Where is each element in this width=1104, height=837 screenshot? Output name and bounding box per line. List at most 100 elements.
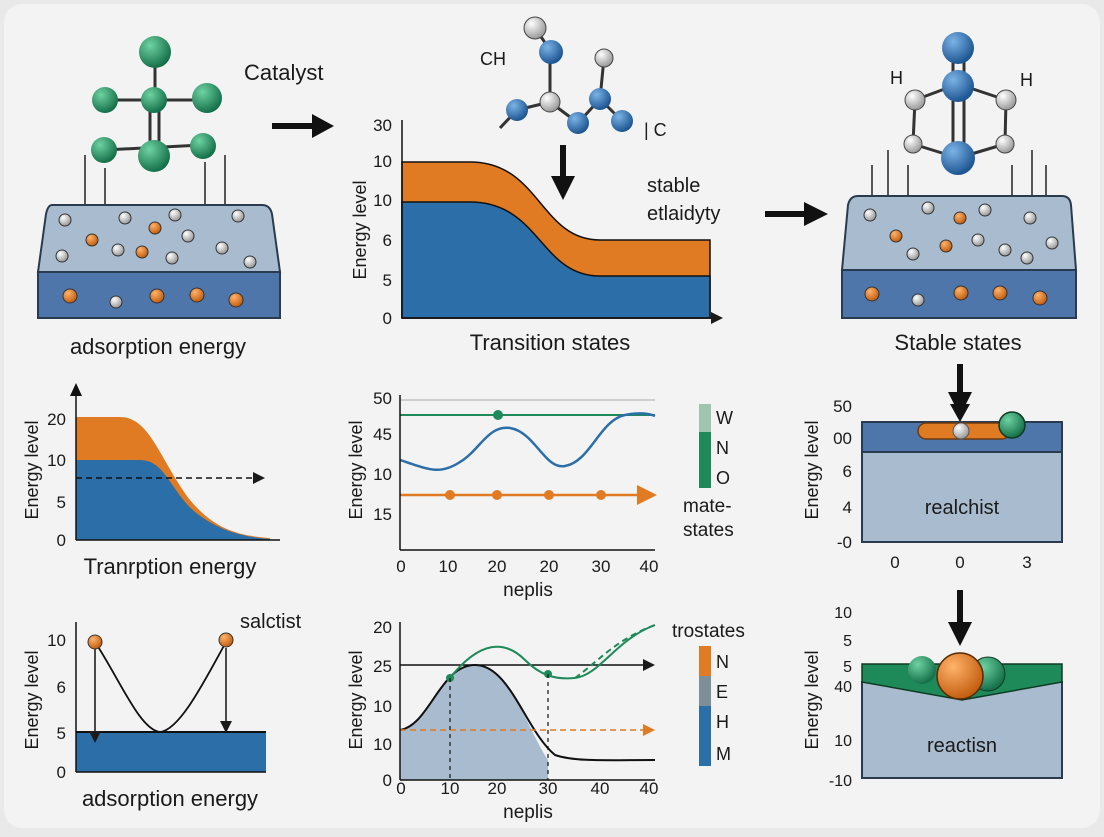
blue-series-line (399, 412, 656, 472)
mid-legend: W N O mate- states (683, 404, 734, 541)
energy-curve (94, 641, 227, 733)
tick: 15 (373, 505, 392, 524)
tick: 20 (540, 557, 559, 576)
atom-green-icon (190, 133, 216, 159)
bottom-right-reaction-box: Energy level 10 5 5 40 10 -10 reactisn (802, 605, 1063, 790)
stable-label-1: stable (647, 175, 700, 197)
molecule-label-c: | C (644, 120, 667, 140)
molecule-label-ch: CH (480, 49, 506, 69)
tick: 0 (890, 553, 899, 572)
tick: 45 (373, 425, 392, 444)
top-right-stable: H H (840, 32, 1078, 355)
tick: 40 (640, 557, 659, 576)
legend-o: O (716, 468, 730, 488)
atom-green-icon (138, 140, 170, 172)
orange-point (492, 490, 502, 500)
atom-green-icon (139, 36, 171, 68)
xlabel: neplis (503, 802, 553, 823)
blue-band (76, 732, 266, 772)
box-label-reactisn: reactisn (927, 735, 997, 757)
ylabel: Energy level (22, 420, 42, 519)
tick: 20 (488, 557, 507, 576)
tick: 0 (57, 531, 66, 550)
tick: 10 (47, 631, 66, 650)
tick: 20 (47, 410, 66, 429)
tick: 5 (57, 493, 66, 512)
tick: 20 (488, 779, 507, 798)
catalyst-label: Catalyst (244, 60, 323, 85)
atom-green-icon (192, 83, 222, 113)
mid-left-energy-chart: Energy level 20 10 5 0 Tranrption energy (22, 383, 280, 579)
blue-area (401, 201, 711, 319)
tick: 0 (955, 553, 964, 572)
ylabel: Energy level (802, 650, 822, 749)
xlabel: neplis (503, 580, 553, 601)
tick: 0 (383, 771, 392, 790)
tick: 40 (834, 679, 852, 696)
tick: 6 (843, 462, 852, 481)
legend-caption-1: mate- (683, 496, 732, 517)
surface-atoms (55, 208, 257, 309)
atom-green-icon (92, 87, 118, 113)
legend-m: M (716, 744, 731, 764)
tick: 50 (373, 389, 392, 408)
ylabel: Energy level (346, 420, 366, 519)
tick: 4 (843, 498, 852, 517)
orange-point (544, 490, 554, 500)
tick: 10 (373, 465, 392, 484)
caption-adsorption-energy-bottom: adsorption energy (82, 786, 258, 811)
arrow-down-icon (551, 145, 575, 200)
legend-h: H (716, 712, 729, 732)
green-dashed-line (574, 624, 656, 679)
tick: 30 (539, 779, 558, 798)
tick: 5 (843, 633, 852, 650)
tick: 5 (57, 724, 66, 743)
orange-point (445, 490, 455, 500)
tick: 0 (396, 557, 405, 576)
mid-center-line-chart: Energy level 50 45 10 15 0 10 20 20 30 4… (346, 389, 658, 601)
tick: 0 (396, 779, 405, 798)
top-center-molecule: CH | C (480, 16, 667, 140)
legend-n: N (716, 652, 729, 672)
mid-right-reaction-box: Energy level 50 00 6 4 -0 realchist 0 0 … (802, 397, 1063, 572)
legend-w: W (716, 408, 733, 428)
tick: 5 (383, 271, 392, 290)
top-center-energy-chart: Energy level 30 10 10 6 5 0 Transition s… (350, 116, 723, 355)
tick: 00 (833, 429, 852, 448)
green-point (493, 410, 503, 420)
legend-e: E (716, 682, 728, 702)
tick: 0 (383, 309, 392, 328)
atom-green-icon (141, 87, 167, 113)
tick: 10 (373, 191, 392, 210)
ylabel: Energy level (22, 650, 42, 749)
bottom-legend: trostates N E H M (672, 621, 745, 766)
tick: 20 (373, 618, 392, 637)
box-label-realchist: realchist (925, 497, 1000, 519)
ylabel: Energy level (802, 420, 822, 519)
tick: 6 (57, 678, 66, 697)
blue-area (76, 460, 270, 540)
arrow-right-icon (272, 114, 334, 138)
tick: 30 (373, 116, 392, 135)
h-left-label: H (890, 68, 903, 88)
tick: 6 (383, 231, 392, 250)
tick: 25 (373, 657, 392, 676)
legend-caption-2: states (683, 520, 734, 541)
black-series-line (399, 663, 656, 762)
caption-stable-states: Stable states (894, 330, 1021, 355)
tick: 10 (47, 451, 66, 470)
arrow-down-icon (950, 390, 970, 422)
tick: 0 (57, 763, 66, 782)
arrow-right-icon (765, 202, 828, 226)
caption-transition-states: Transition states (470, 330, 631, 355)
tick: 40 (591, 779, 610, 798)
tick: 10 (834, 733, 852, 750)
tick: 10 (439, 557, 458, 576)
stable-label-2: etlaidyty (647, 203, 720, 225)
tick: 40 (640, 779, 659, 798)
label-salctist: salctist (240, 611, 302, 633)
bottom-center-line-chart: Energy level 20 25 10 10 0 0 10 20 30 40… (346, 618, 658, 823)
top-left-adsorption: adsorption energy (36, 36, 282, 359)
